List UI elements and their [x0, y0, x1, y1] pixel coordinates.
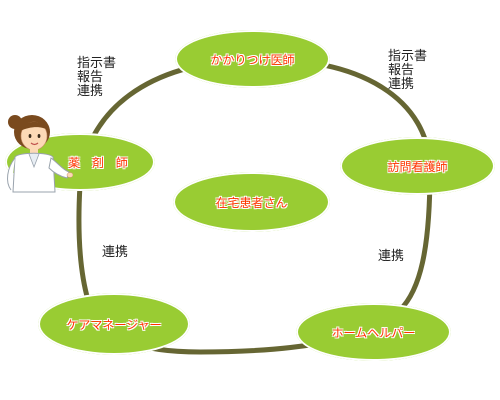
- pharmacist-woman-icon: [7, 115, 73, 193]
- node-home-helper-label: ホームヘルパー: [331, 325, 416, 340]
- node-visiting-nurse-label: 訪問看護師: [387, 159, 448, 174]
- node-home-helper[interactable]: ホームヘルパー: [296, 303, 451, 361]
- node-doctor[interactable]: かかりつけ医師: [175, 30, 330, 88]
- edge-label-pharmacist-caremanager: 連携: [102, 245, 129, 260]
- node-visiting-nurse[interactable]: 訪問看護師: [340, 137, 495, 195]
- node-patient-label: 在宅患者さん: [215, 195, 288, 210]
- edge-label-doctor-nurse: 指示書 報告 連携: [388, 49, 428, 92]
- edge-label-doctor-pharmacist: 指示書 報告 連携: [77, 56, 117, 99]
- node-pharmacist-label: 薬 剤 師: [68, 155, 132, 170]
- node-care-manager[interactable]: ケアマネージャー: [38, 293, 190, 355]
- edge-label-nurse-helper: 連携: [378, 249, 405, 264]
- node-doctor-label: かかりつけ医師: [210, 52, 295, 67]
- node-patient[interactable]: 在宅患者さん: [173, 172, 330, 232]
- node-care-manager-label: ケアマネージャー: [66, 317, 162, 332]
